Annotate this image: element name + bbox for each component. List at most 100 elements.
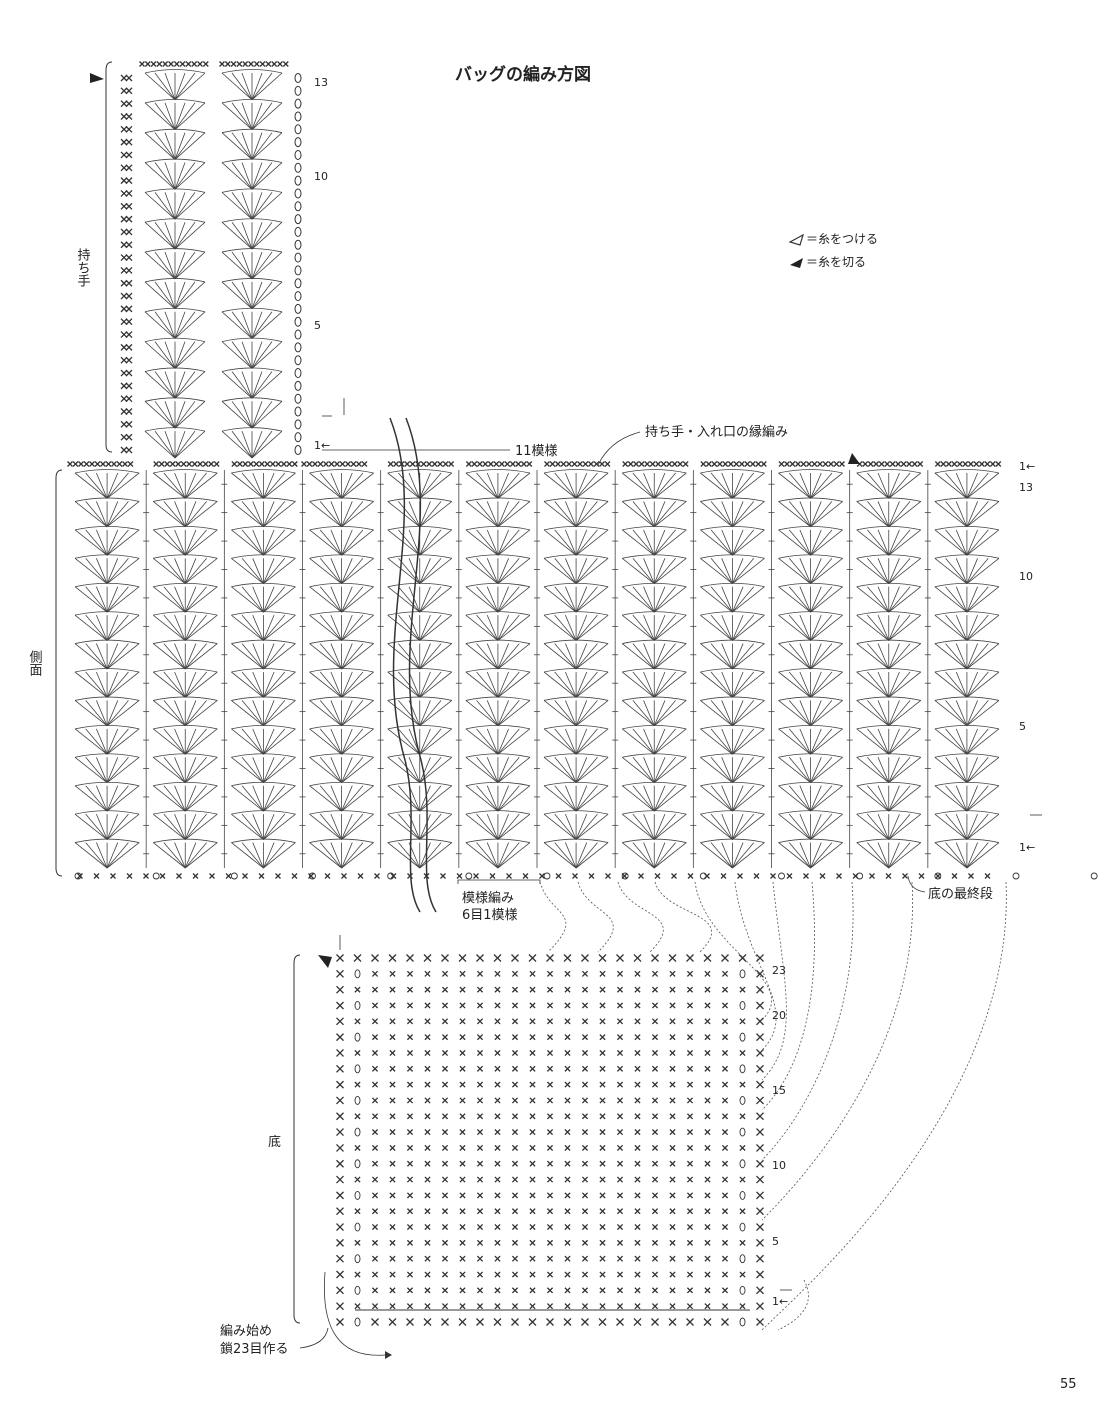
sc-stitch-mark	[529, 1255, 536, 1262]
sc-stitch-mark	[336, 1049, 344, 1057]
top-edge-stitch	[185, 61, 192, 67]
dc-stroke	[330, 842, 342, 869]
sc-stitch-mark	[511, 1287, 519, 1294]
dc-stroke	[621, 842, 655, 869]
chain-arc	[856, 554, 921, 559]
sc-stitch-mark	[651, 1208, 659, 1215]
dc-stroke	[486, 813, 499, 840]
sc-stitch-mark	[546, 1160, 554, 1167]
sc-stitch-mark	[634, 986, 641, 993]
sc-stitch-mark	[669, 1144, 676, 1151]
dc-stroke	[486, 785, 499, 812]
dc-stroke	[653, 671, 666, 698]
dc-stroke	[419, 842, 431, 869]
shell-fan	[152, 810, 218, 840]
chain-arc	[387, 668, 452, 673]
dc-stroke	[241, 643, 264, 670]
sc-stitch-mark	[354, 1303, 361, 1310]
chain-arc	[387, 554, 452, 559]
dc-stroke	[96, 728, 108, 755]
dc-stroke	[263, 614, 296, 641]
dc-stroke	[788, 700, 811, 727]
dc-stroke	[799, 614, 811, 641]
chain-loop	[294, 445, 302, 455]
handle-edge-stitch	[125, 446, 133, 454]
handle-edge-stitch	[120, 113, 128, 120]
dc-stroke	[867, 813, 890, 840]
dc-stroke	[554, 529, 577, 556]
sc-stitch-mark	[354, 1176, 361, 1183]
shell-fan	[231, 639, 296, 670]
sc-stitch-mark	[459, 986, 466, 993]
sc-stitch-mark	[354, 1018, 361, 1025]
dc-stroke	[732, 529, 765, 556]
dc-stroke	[174, 311, 196, 339]
dc-stroke	[497, 501, 531, 528]
dc-stroke	[263, 785, 286, 812]
dc-stroke	[174, 614, 186, 641]
dc-stroke	[497, 472, 509, 499]
sc-stitch-mark	[494, 1049, 501, 1057]
dc-stroke	[497, 813, 531, 840]
dc-stroke	[497, 472, 531, 499]
shell-fan	[543, 611, 609, 641]
chain-loop	[354, 1285, 361, 1295]
dc-stroke	[632, 643, 655, 670]
shell-fan	[778, 554, 843, 585]
shell-fan	[856, 725, 922, 755]
dc-stroke	[877, 501, 890, 528]
dc-stroke	[263, 671, 286, 698]
chain-arc	[221, 337, 283, 343]
side-top-edge-stitch	[231, 461, 238, 467]
sc-stitch-mark	[389, 1049, 396, 1057]
chain-loop	[934, 872, 942, 880]
dc-stroke	[966, 728, 978, 755]
dc-stroke	[799, 529, 811, 556]
shell-fan	[74, 810, 140, 840]
pattern-bracket	[457, 879, 541, 884]
dc-stroke	[810, 671, 822, 698]
sc-stitch-mark	[406, 1097, 414, 1104]
dc-stroke	[565, 813, 577, 840]
dc-stroke	[184, 728, 197, 755]
dc-stroke	[184, 671, 197, 698]
chain-loop	[294, 111, 302, 122]
sc-stitch-mark	[704, 1255, 711, 1262]
dc-stroke	[398, 643, 421, 670]
sc-stitch-mark	[459, 1002, 466, 1009]
sc-stitch-mark	[599, 970, 606, 977]
shell-fan	[74, 582, 140, 613]
shell-fan	[231, 469, 296, 499]
dc-stroke	[810, 586, 833, 613]
sc-stitch-mark	[423, 954, 432, 962]
sc-stitch-mark	[756, 1049, 764, 1057]
side-top-edge-stitch	[995, 461, 1002, 467]
sc-stitch-mark	[336, 1318, 344, 1326]
side-top-edge-stitch	[822, 461, 829, 467]
dc-stroke	[653, 728, 676, 755]
sc-stitch-mark	[511, 1318, 519, 1326]
shell-fan	[700, 469, 765, 499]
shell-fan	[152, 725, 218, 755]
dc-stroke	[778, 529, 811, 556]
side-top-edge-stitch	[387, 461, 394, 467]
side-row-number: 1←	[1019, 460, 1035, 473]
dc-stroke	[732, 842, 765, 869]
dc-stroke	[575, 700, 598, 727]
shell-fan	[144, 128, 206, 160]
chain-loop	[465, 872, 473, 880]
chain-arc	[74, 668, 140, 673]
side-top-edge-stitch	[778, 461, 785, 467]
dc-stroke	[144, 162, 176, 190]
sc-stitch-mark	[703, 954, 712, 962]
dc-stroke	[654, 586, 687, 613]
shell-fan	[856, 611, 922, 641]
dc-stroke	[966, 671, 1000, 698]
dc-stroke	[263, 501, 275, 528]
dc-stroke	[251, 281, 273, 310]
sc-stitch-mark	[564, 1223, 571, 1231]
dc-stroke	[966, 700, 978, 727]
dc-stroke	[575, 842, 609, 869]
dc-stroke	[497, 671, 509, 698]
